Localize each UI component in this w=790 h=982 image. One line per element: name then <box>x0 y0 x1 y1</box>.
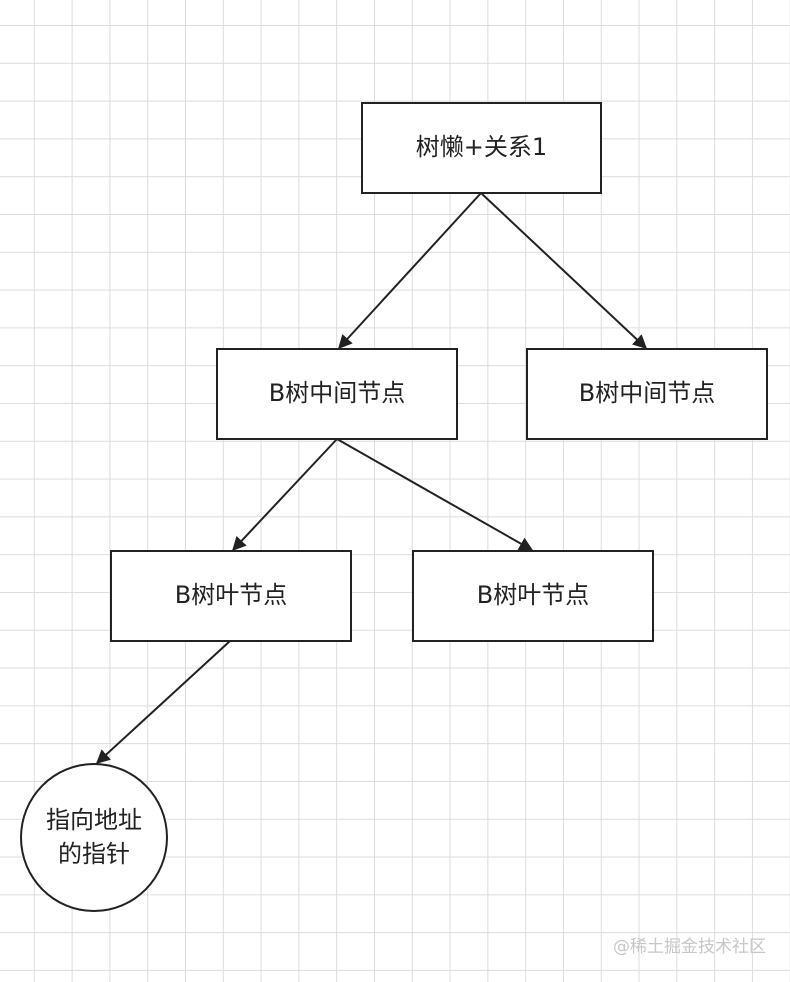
node-pointer: 指向地址 的指针 <box>20 763 168 912</box>
node-leaf-right: B树叶节点 <box>412 550 654 642</box>
edge-root-to-mid-right <box>480 192 648 349</box>
node-leaf-left: B树叶节点 <box>110 550 352 642</box>
edge-root-to-mid-left <box>338 192 482 350</box>
edge-leaf-left-to-pointer <box>95 640 231 764</box>
watermark: @稀土掘金技术社区 <box>613 937 766 957</box>
edge-mid-left-to-leaf-left <box>232 438 338 552</box>
node-mid-right: B树中间节点 <box>526 348 768 440</box>
edge-mid-left-to-leaf-right <box>336 438 534 551</box>
node-mid-left: B树中间节点 <box>216 348 458 440</box>
node-root: 树懒+关系1 <box>361 102 602 194</box>
